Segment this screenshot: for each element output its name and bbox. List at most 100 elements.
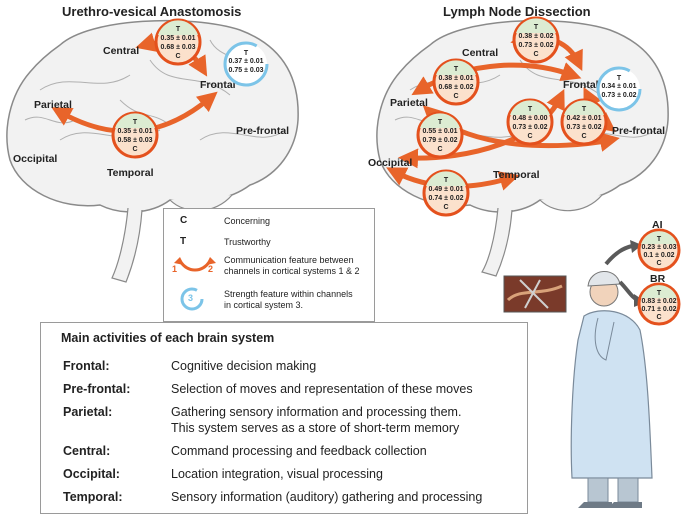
left-brain-title: Urethro-vesical Anastomosis	[62, 4, 242, 19]
svg-text:T: T	[133, 119, 138, 126]
left-node-parietal-frontal: T 0.35 ± 0.01 0.58 ± 0.03 C	[111, 111, 159, 159]
svg-text:T: T	[657, 290, 662, 297]
activities-title: Main activities of each brain system	[61, 331, 275, 345]
legend: C Concerning T Trustworthy 1 2 Communica…	[163, 208, 375, 322]
svg-text:C: C	[132, 146, 137, 153]
right-label-central: Central	[462, 47, 498, 59]
svg-text:0.38 ± 0.02: 0.38 ± 0.02	[519, 33, 554, 40]
svg-text:0.68 ± 0.03: 0.68 ± 0.03	[161, 44, 196, 51]
activities-box: Main activities of each brain system Fro…	[40, 322, 528, 514]
rater-br-node: T 0.83 ± 0.02 0.71 ± 0.02 C	[637, 282, 681, 326]
left-node-frontal-strength: T 0.37 ± 0.01 0.75 ± 0.03	[223, 41, 269, 87]
svg-text:0.73 ± 0.02: 0.73 ± 0.02	[513, 124, 548, 131]
left-label-parietal: Parietal	[34, 99, 72, 111]
surgeon-figure	[503, 271, 653, 508]
svg-text:T: T	[438, 119, 443, 126]
svg-text:0.55 ± 0.01: 0.55 ± 0.01	[423, 128, 458, 135]
svg-text:C: C	[581, 133, 586, 140]
surgeon-cap	[587, 271, 621, 287]
legend-comm-num2: 2	[208, 264, 214, 274]
svg-text:T: T	[582, 106, 587, 113]
left-label-occipital: Occipital	[13, 153, 57, 165]
svg-text:C: C	[533, 51, 538, 58]
left-label-frontal: Frontal	[200, 79, 236, 91]
svg-text:T: T	[528, 106, 533, 113]
svg-text:C: C	[443, 204, 448, 211]
svg-text:T: T	[244, 50, 249, 57]
svg-text:T: T	[534, 24, 539, 31]
svg-text:0.49 ± 0.01: 0.49 ± 0.01	[429, 186, 464, 193]
left-label-temporal: Temporal	[107, 167, 154, 179]
left-node-central-frontal: T 0.35 ± 0.01 0.68 ± 0.03 C	[154, 18, 202, 66]
right-label-frontal: Frontal	[563, 79, 599, 91]
right-node-frontal-strength: T 0.34 ± 0.01 0.73 ± 0.02	[596, 66, 642, 112]
svg-text:0.48 ± 0.00: 0.48 ± 0.00	[513, 115, 548, 122]
svg-text:T: T	[657, 236, 662, 243]
svg-text:T: T	[617, 75, 622, 82]
svg-text:0.75 ± 0.03: 0.75 ± 0.03	[229, 67, 264, 74]
strength-ring-icon	[180, 287, 204, 311]
right-node-central-frontal: T 0.38 ± 0.02 0.73 ± 0.02 C	[512, 16, 560, 64]
svg-text:C: C	[437, 146, 442, 153]
svg-text:0.35 ± 0.01: 0.35 ± 0.01	[161, 35, 196, 42]
svg-text:T: T	[176, 26, 181, 33]
legend-trustworthy: Trustworthy	[224, 237, 271, 247]
svg-text:0.38 ± 0.01: 0.38 ± 0.01	[439, 75, 474, 82]
surgeon-coat	[570, 310, 653, 479]
svg-text:0.73 ± 0.02: 0.73 ± 0.02	[602, 92, 637, 99]
svg-text:0.42 ± 0.01: 0.42 ± 0.01	[567, 115, 602, 122]
svg-text:0.83 ± 0.02: 0.83 ± 0.02	[642, 298, 677, 305]
arrow-head-ai	[630, 240, 642, 253]
svg-text:T: T	[454, 66, 459, 73]
svg-text:0.71 ± 0.02: 0.71 ± 0.02	[642, 306, 677, 313]
svg-text:T: T	[444, 177, 449, 184]
legend-communication: Communication feature between channels i…	[224, 255, 360, 276]
svg-text:0.68 ± 0.02: 0.68 ± 0.02	[439, 84, 474, 91]
svg-text:0.37 ± 0.01: 0.37 ± 0.01	[229, 58, 264, 65]
svg-text:C: C	[656, 260, 661, 267]
left-brainstem	[111, 207, 143, 283]
legend-strength: Strength feature within channels in cort…	[224, 289, 353, 310]
svg-text:0.58 ± 0.03: 0.58 ± 0.03	[118, 137, 153, 144]
left-label-central: Central	[103, 45, 139, 57]
svg-text:C: C	[175, 53, 180, 60]
svg-text:C: C	[453, 93, 458, 100]
svg-text:0.73 ± 0.02: 0.73 ± 0.02	[519, 42, 554, 49]
right-label-temporal: Temporal	[493, 169, 540, 181]
left-brain: Central Frontal Parietal Pre-frontal Occ…	[6, 18, 299, 283]
svg-text:0.74 ± 0.02: 0.74 ± 0.02	[429, 195, 464, 202]
right-node-frontal-prefrontal: T 0.42 ± 0.01 0.73 ± 0.02 C	[560, 98, 608, 146]
legend-comm-num1: 1	[172, 264, 178, 274]
svg-text:0.23 ± 0.03: 0.23 ± 0.03	[642, 244, 677, 251]
rater-ai-node: T 0.23 ± 0.03 0.1 ± 0.02 C	[637, 228, 681, 272]
rater-ai-label: AI	[652, 219, 663, 231]
legend-concerning: Concerning	[224, 216, 271, 226]
left-brain-sulci	[24, 39, 286, 141]
right-brain-title: Lymph Node Dissection	[443, 4, 591, 19]
left-label-prefrontal: Pre-frontal	[236, 125, 289, 137]
legend-key-t: T	[180, 236, 187, 247]
svg-text:0.79 ± 0.02: 0.79 ± 0.02	[423, 137, 458, 144]
svg-text:0.34 ± 0.01: 0.34 ± 0.01	[602, 83, 637, 90]
right-brainstem	[481, 207, 513, 277]
right-label-prefrontal: Pre-frontal	[612, 125, 665, 137]
legend-strength-num: 3	[188, 293, 194, 303]
communication-arrow-icon	[174, 257, 216, 272]
right-label-occipital: Occipital	[368, 157, 412, 169]
right-node-parietal-frontal: T 0.38 ± 0.01 0.68 ± 0.02 C	[432, 58, 480, 106]
right-node-occipital-frontal: T 0.48 ± 0.00 0.73 ± 0.02 C	[506, 98, 554, 146]
svg-text:C: C	[656, 314, 661, 321]
rater-br-label: BR	[650, 273, 666, 285]
svg-text:0.1 ± 0.02: 0.1 ± 0.02	[643, 252, 674, 259]
svg-text:0.73 ± 0.02: 0.73 ± 0.02	[567, 124, 602, 131]
svg-text:0.35 ± 0.01: 0.35 ± 0.01	[118, 128, 153, 135]
right-cerebellum	[539, 194, 603, 212]
arrow-to-ai	[604, 244, 633, 266]
right-label-parietal: Parietal	[390, 97, 428, 109]
right-brain: Central Frontal Parietal Pre-frontal Occ…	[368, 16, 669, 277]
svg-text:C: C	[527, 133, 532, 140]
legend-key-c: C	[180, 215, 188, 226]
right-node-occipital-temporal: T 0.49 ± 0.01 0.74 ± 0.02 C	[422, 169, 470, 217]
right-node-parietal-prefrontal: T 0.55 ± 0.01 0.79 ± 0.02 C	[416, 111, 464, 159]
